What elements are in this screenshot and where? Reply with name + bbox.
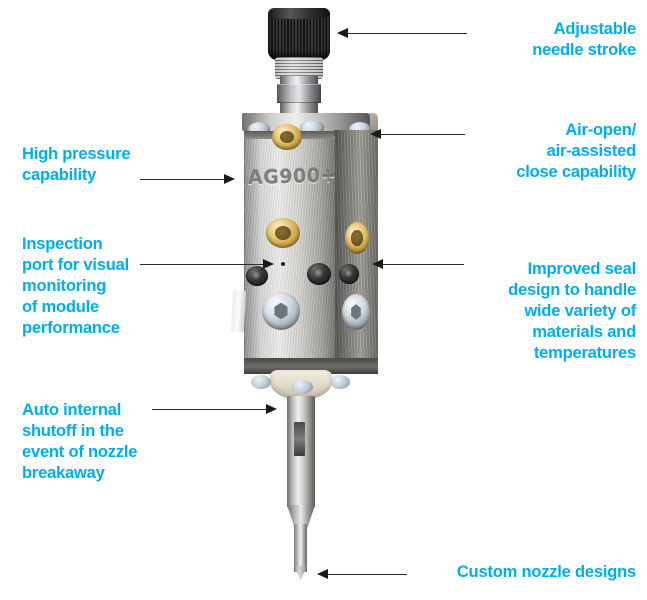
nozzle-tip — [294, 524, 307, 572]
seal-bolt-right — [330, 375, 350, 389]
callout-custom-nozzle-designs: Custom nozzle designs — [456, 563, 636, 581]
seal-bolt-left — [251, 375, 271, 389]
callout-high-pressure-capability: High pressure capability — [22, 145, 131, 185]
callout-improved-seal-design: Improved seal design to handle wide vari… — [508, 260, 636, 363]
brass-port-side — [345, 222, 369, 254]
fitting-bore — [344, 269, 354, 279]
nozzle-slot — [294, 422, 305, 456]
nozzle-taper — [287, 505, 315, 527]
nozzle-point — [294, 566, 307, 580]
black-fitting-side — [339, 264, 359, 284]
adjustment-knob-top — [268, 8, 330, 19]
brass-port-front — [266, 218, 300, 248]
hex-socket-screw-front — [262, 292, 300, 330]
inspection-port-hole — [281, 262, 285, 266]
brass-port-bore — [274, 225, 292, 241]
hex-socket-screw-side — [342, 294, 370, 330]
callout-adjustable-needle-stroke: Adjustable needle stroke — [532, 20, 636, 60]
fitting-bore — [313, 269, 325, 279]
stem-hex-nut — [277, 84, 321, 103]
callout-auto-internal-shutoff: Auto internal shutoff in the event of no… — [22, 401, 138, 483]
callout-inspection-port: Inspection port for visual monitoring of… — [22, 235, 130, 338]
fitting-bore — [252, 271, 262, 281]
engraved-model-name: AG900+ — [247, 164, 338, 190]
black-fitting-center — [307, 263, 331, 285]
product-image-ag900-valve-module: AG900+ — [218, 0, 398, 600]
callout-air-open-close-capability: Air-open/ air-assisted close capability — [516, 121, 636, 182]
brass-port-bore — [279, 130, 295, 144]
threaded-collar — [275, 57, 323, 79]
brass-port-top — [272, 124, 302, 150]
brass-port-bore — [351, 230, 363, 246]
side-tab — [230, 289, 247, 333]
black-fitting-left — [246, 266, 268, 286]
seal-bolt-center — [291, 380, 313, 394]
